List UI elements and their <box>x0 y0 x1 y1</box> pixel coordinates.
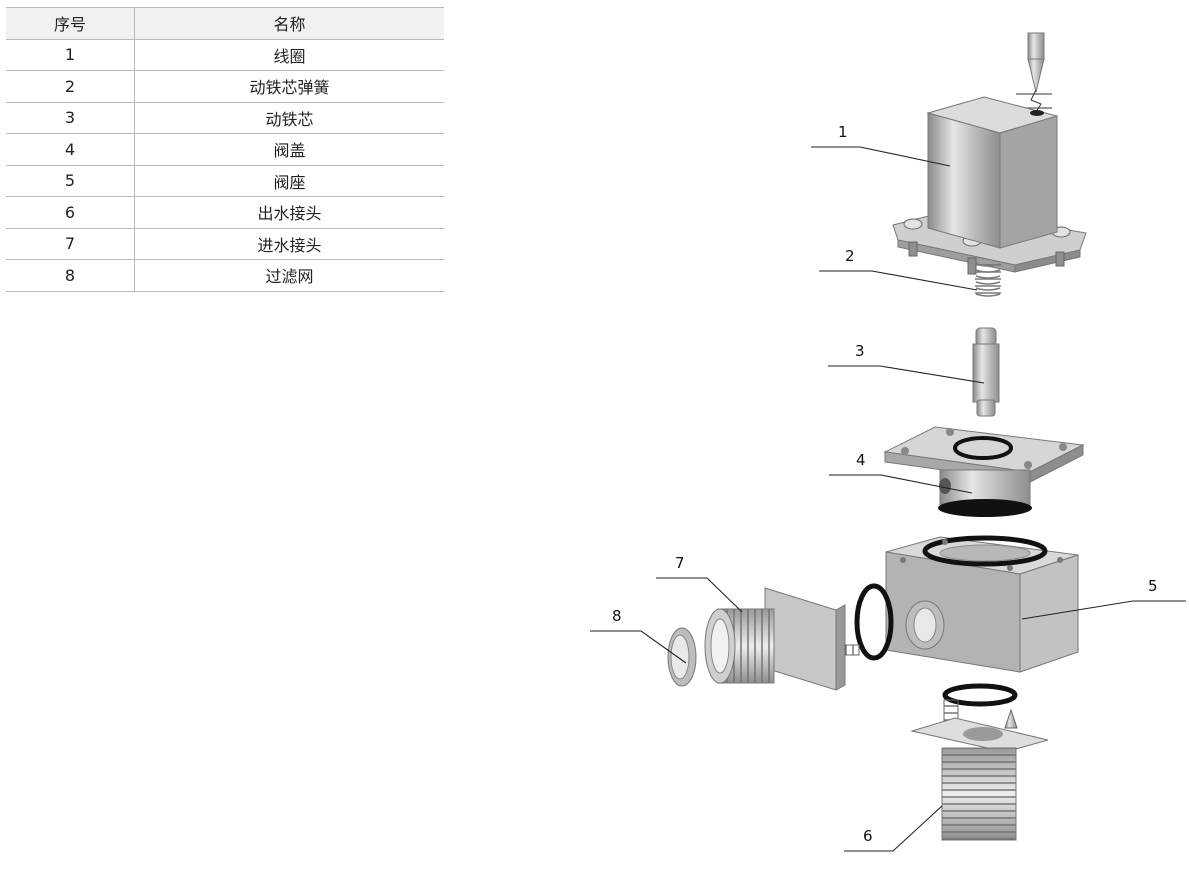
callout-6: 6 <box>844 805 943 852</box>
callout-8: 8 <box>590 607 687 664</box>
callout-5: 5 <box>1021 577 1186 620</box>
callout-label-3: 3 <box>855 342 865 360</box>
part-number: 5 <box>6 165 135 197</box>
part-name: 动铁芯 <box>134 102 444 134</box>
part-number: 2 <box>6 70 135 103</box>
part-name: 线圈 <box>134 39 444 71</box>
callout-label-4: 4 <box>856 451 866 469</box>
table-header-row: 序号 名称 <box>6 7 444 40</box>
part-number: 1 <box>6 39 135 71</box>
part-name: 动铁芯弹簧 <box>134 70 444 103</box>
part-number: 8 <box>6 259 135 292</box>
coil-part <box>892 32 1087 275</box>
part-name: 阀座 <box>134 165 444 197</box>
callout-1: 1 <box>811 123 951 167</box>
part-name: 阀盖 <box>134 133 444 166</box>
part-number: 4 <box>6 133 135 166</box>
part-name: 进水接头 <box>134 228 444 260</box>
valve-body-part <box>885 535 1079 673</box>
callout-label-2: 2 <box>845 247 855 265</box>
part-name: 过滤网 <box>134 259 444 292</box>
valve-cover-part <box>883 426 1085 517</box>
column-header-number: 序号 <box>6 7 135 40</box>
callout-3: 3 <box>828 342 985 384</box>
plunger-part <box>972 327 1000 417</box>
part-number: 6 <box>6 196 135 229</box>
callout-label-8: 8 <box>612 607 622 625</box>
part-number: 7 <box>6 228 135 260</box>
callout-label-6: 6 <box>863 827 873 845</box>
filter-screen-part <box>667 627 697 687</box>
parts-table-header: 序号 名称 <box>6 7 444 40</box>
callout-4: 4 <box>829 451 973 494</box>
outlet-fitting-part <box>910 683 1049 841</box>
callout-label-5: 5 <box>1148 577 1158 595</box>
part-name: 出水接头 <box>134 196 444 229</box>
inlet-fitting-part <box>704 583 894 691</box>
column-header-name: 名称 <box>134 7 444 40</box>
callout-7: 7 <box>656 554 743 613</box>
part-number: 3 <box>6 102 135 134</box>
callout-label-7: 7 <box>675 554 685 572</box>
spring-part <box>975 262 1001 298</box>
callout-label-1: 1 <box>838 123 848 141</box>
callout-2: 2 <box>819 247 978 291</box>
